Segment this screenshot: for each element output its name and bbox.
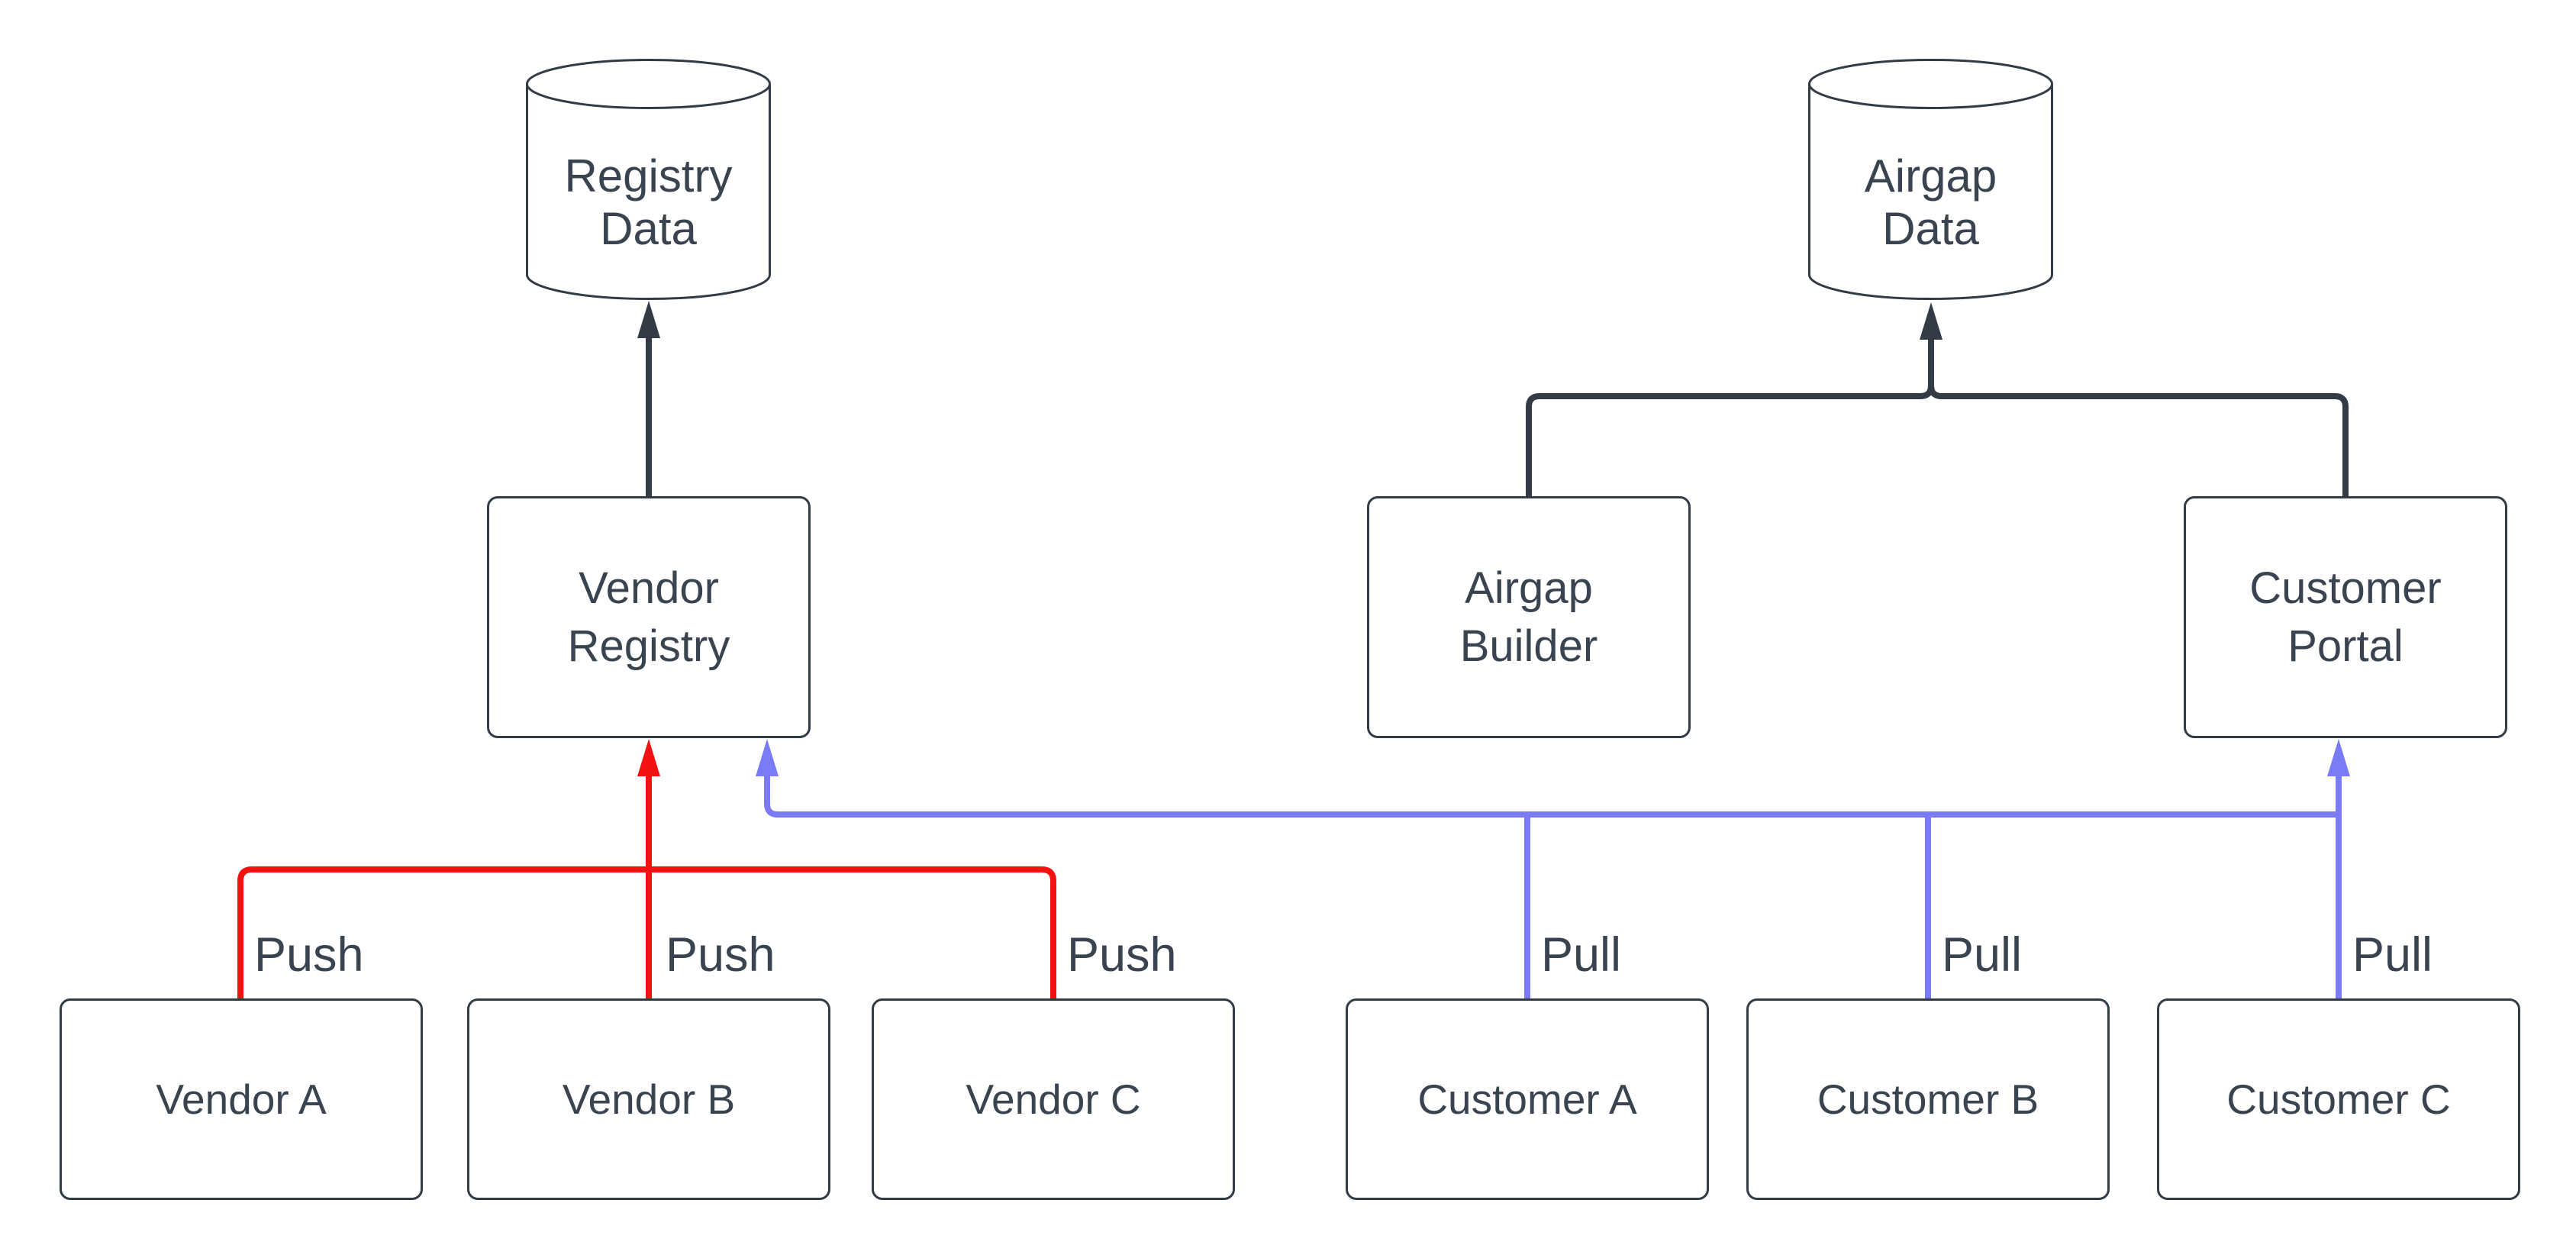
node-label: Vendor B: [562, 1076, 736, 1123]
edge-airgap-builder-to-airgap-data: [1526, 337, 1934, 496]
node-label: Customer Portal: [2249, 563, 2442, 671]
node-customer-a: Customer A: [1346, 998, 1709, 1200]
node-label: Vendor Registry: [567, 563, 730, 671]
datastore-registry-data: Registry Data: [526, 57, 771, 302]
cylinder-shape: [526, 59, 771, 300]
cylinder-shape: [1808, 59, 2053, 300]
node-label: Airgap Builder: [1459, 563, 1598, 671]
arrowhead-registry-data: [637, 301, 660, 338]
arrowhead-pull-vendor-registry: [756, 739, 779, 776]
node-airgap-builder: Airgap Builder: [1367, 496, 1691, 738]
node-vendor-b: Vendor B: [467, 998, 830, 1200]
datastore-airgap-data: Airgap Data: [1808, 57, 2053, 302]
node-customer-c: Customer C: [2157, 998, 2520, 1200]
node-vendor-c: Vendor C: [872, 998, 1235, 1200]
datastore-label: Registry Data: [564, 150, 733, 254]
node-vendor-a: Vendor A: [60, 998, 423, 1200]
node-label: Vendor C: [966, 1076, 1141, 1123]
edge-pull-trunk-to-vendor-registry: [764, 774, 2339, 818]
edge-label-pull-customer-b: Pull: [1942, 928, 2023, 982]
arrowhead-push-vendor-registry: [637, 739, 660, 776]
node-customer-portal: Customer Portal: [2184, 496, 2507, 738]
edge-label-push-vendor-b: Push: [666, 928, 775, 982]
edge-label-pull-customer-a: Pull: [1541, 928, 1622, 982]
node-label: Customer C: [2226, 1076, 2451, 1123]
edge-label-pull-customer-c: Pull: [2352, 928, 2433, 982]
node-label: Vendor A: [156, 1076, 327, 1123]
edge-label-push-vendor-a: Push: [254, 928, 364, 982]
node-label: Customer B: [1817, 1076, 2039, 1123]
node-label: Customer A: [1417, 1076, 1637, 1123]
arrowhead-airgap-data: [1920, 302, 1942, 340]
datastore-label: Airgap Data: [1864, 150, 1997, 254]
edge-label-push-vendor-c: Push: [1067, 928, 1177, 982]
arrowhead-pull-customer-portal: [2327, 739, 2350, 776]
node-customer-b: Customer B: [1746, 998, 2110, 1200]
node-vendor-registry: Vendor Registry: [487, 496, 811, 738]
edge-customer-portal-to-airgap-data: [1928, 385, 2349, 496]
